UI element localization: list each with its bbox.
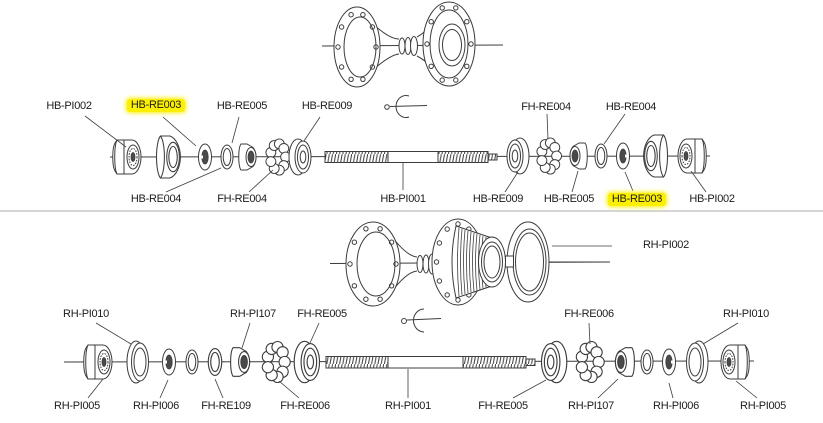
part-label-rh-pi006-rear-below-right: RH-PI006 <box>653 400 699 412</box>
front-hub-shell <box>321 1 504 88</box>
part-label-hb-pi001-axle: HB-PI001 <box>380 193 426 205</box>
part-label-rh-pi001-axle: RH-PI001 <box>385 400 431 412</box>
rear-hub-shell <box>329 218 611 307</box>
part-label-fh-re006-rear-below-left: FH-RE006 <box>280 400 330 412</box>
part-label-fh-re005-rear-left: FH-RE005 <box>297 308 347 320</box>
front-leader-lines <box>84 113 707 193</box>
snap-ring-clip-rear <box>401 308 442 333</box>
part-label-fh-re004-front-below: FH-RE004 <box>217 193 267 205</box>
part-label-rh-pi107-rear-left: RH-PI107 <box>230 308 276 320</box>
part-label-rh-pi005-rear-below-right: RH-PI005 <box>740 400 786 412</box>
part-label-fh-re004-front-right: FH-RE004 <box>521 101 571 113</box>
part-label-hb-re009-front-below: HB-RE009 <box>472 193 524 205</box>
part-label-rh-pi107-rear-below-right: RH-PI107 <box>568 400 614 412</box>
part-label-hb-re003-front-right-highlighted: HB-RE003 <box>607 193 667 206</box>
rear-leader-lines <box>87 245 758 399</box>
part-label-hb-re004-front-below: HB-RE004 <box>130 193 182 205</box>
snap-ring-clip-front <box>384 95 428 118</box>
part-label-fh-re005-rear-below-right: FH-RE005 <box>478 400 528 412</box>
part-label-rh-pi010-rear-left: RH-PI010 <box>63 308 109 320</box>
part-label-rh-pi002-lockring: RH-PI002 <box>643 239 689 251</box>
part-label-hb-re004-front-right: HB-RE004 <box>605 101 657 113</box>
part-label-rh-pi006-rear-below-left: RH-PI006 <box>133 400 179 412</box>
lockring <box>505 221 610 303</box>
part-label-fh-re109-rear-below: FH-RE109 <box>201 400 251 412</box>
part-label-hb-pi002-front-left: HB-PI002 <box>46 100 92 112</box>
part-label-hb-re009-front-left: HB-RE009 <box>301 100 353 112</box>
part-label-hb-pi002-front-right: HB-PI002 <box>689 193 735 205</box>
part-label-hb-re005-front-below: HB-RE005 <box>543 193 595 205</box>
part-label-hb-re003-front-left-highlighted: HB-RE003 <box>126 99 186 112</box>
part-label-hb-re005-front-left: HB-RE005 <box>216 100 268 112</box>
rear-axle-parts <box>63 340 755 384</box>
part-label-rh-pi010-rear-right: RH-PI010 <box>723 308 769 320</box>
front-axle-parts <box>109 134 711 179</box>
part-label-fh-re006-rear-right: FH-RE006 <box>564 308 614 320</box>
part-label-rh-pi005-rear-below-left: RH-PI005 <box>54 400 100 412</box>
